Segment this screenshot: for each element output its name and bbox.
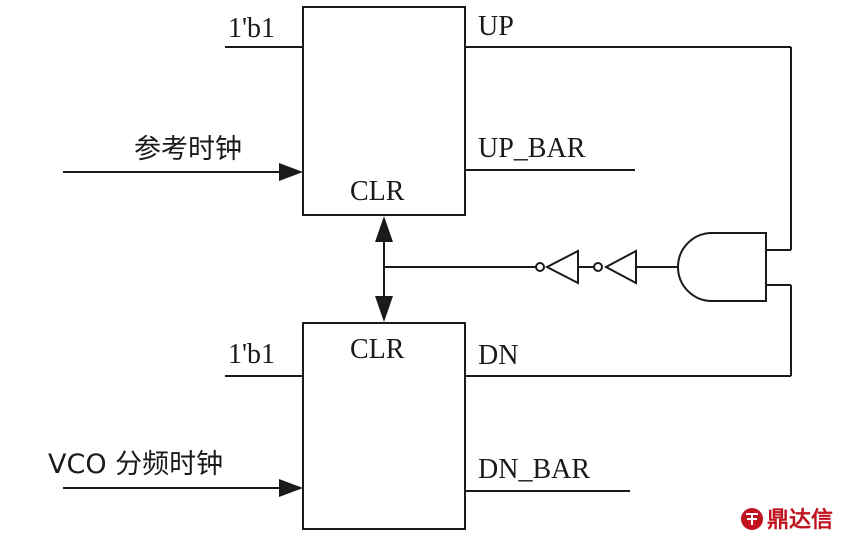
dn-output-label: DN [478,340,518,371]
bottom-clock-label: VCO 分频时钟 [48,449,223,480]
clr-down-arrowhead [375,296,393,322]
logo: 鼎达信 [741,507,833,533]
logo-text: 鼎达信 [767,507,833,533]
top-flipflop-block [302,6,466,216]
and-gate [677,232,767,302]
top-clock-arrowhead [279,163,303,181]
bottom-clr-label: CLR [350,334,405,365]
bottom-clock-arrowhead [279,479,303,497]
inverter-left [544,249,579,285]
bottom-d-input-label: 1'b1 [228,339,275,370]
top-d-input-label: 1'b1 [228,13,275,44]
inverter-right [603,249,637,285]
bottom-flipflop-block [302,322,466,530]
up-output-label: UP [478,11,514,42]
inverter-left-bubble [535,262,545,272]
top-clock-label: 参考时钟 [134,134,242,165]
logo-mark-glyph-icon [746,513,758,525]
up-bar-output-label: UP_BAR [478,133,586,164]
dn-bar-output-label: DN_BAR [478,454,590,485]
top-clr-label: CLR [350,176,405,207]
clr-up-arrowhead [375,216,393,242]
inverter-right-bubble [593,262,603,272]
